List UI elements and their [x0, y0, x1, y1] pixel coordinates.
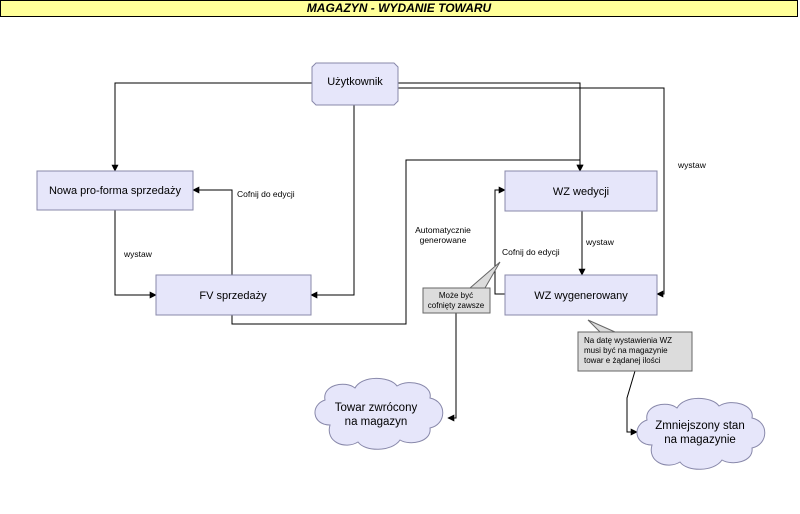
wz-edit-node-label: WZ wedycji [553, 186, 609, 198]
wz-generated-node[interactable]: WZ wygenerowany [504, 274, 658, 316]
edge-note-cloud-reduced [626, 370, 638, 436]
edge-proforma-fv [114, 210, 157, 299]
wz-generated-node-label: WZ wygenerowany [534, 290, 628, 302]
user-node[interactable]: Użytkownik [311, 62, 399, 106]
edge-label-issue-mid: wystaw [585, 237, 615, 247]
page-title: MAGAZYN - WYDANIE TOWARU [0, 0, 798, 17]
user-node-label: Użytkownik [327, 76, 383, 88]
fv-node[interactable]: FV sprzedaży [155, 274, 312, 316]
edge-label-issue-left: wystaw [123, 249, 153, 259]
wz-edit-node[interactable]: WZ wedycji [504, 170, 658, 212]
connectors [111, 82, 665, 436]
note-date-requirement: Na datę wystawienia WZ musi być na magaz… [577, 331, 693, 372]
proforma-node[interactable]: Nowa pro-forma sprzedaży [36, 170, 194, 211]
edge-fv-wzedit [231, 159, 584, 325]
svg-text:Może być: Może być [439, 291, 473, 300]
edge-label-issue-right: wystaw [677, 160, 707, 170]
edge-fv-proforma [192, 186, 233, 275]
note-can-revert: Może być cofnięty zawsze [422, 287, 491, 314]
edge-label-revert-left: Cofnij do edycji [237, 189, 295, 199]
edge-user-proforma [111, 82, 313, 172]
edge-user-fv [310, 105, 355, 299]
svg-text:Towar zwrócony: Towar zwrócony [335, 402, 418, 414]
edge-wzgen-wzedit [494, 186, 506, 295]
svg-text:Na datę wystawienia WZ: Na datę wystawienia WZ [584, 336, 672, 345]
svg-text:cofnięty zawsze: cofnięty zawsze [428, 301, 485, 310]
cloud-returned-stock: Towar zwrócony na magazyn [314, 377, 444, 450]
svg-text:na magazyn: na magazyn [345, 416, 408, 428]
svg-text:Zmniejszony stan: Zmniejszony stan [655, 420, 744, 432]
proforma-node-label: Nowa pro-forma sprzedaży [49, 185, 182, 197]
edge-label-auto-2: generowane [420, 235, 467, 245]
edge-note-cloud-returned [447, 313, 457, 422]
edge-label-auto-1: Automatycznie [415, 225, 471, 235]
svg-text:musi być na magazynie: musi być na magazynie [584, 346, 668, 355]
edge-user-wzedit [397, 82, 584, 172]
edge-user-wzgen [397, 87, 665, 298]
edge-label-revert-right: Cofnij do edycji [502, 247, 560, 257]
note-tail-date [587, 319, 616, 333]
cloud-reduced-stock: Zmniejszony stan na magazynie [636, 397, 766, 470]
fv-node-label: FV sprzedaży [199, 290, 267, 302]
svg-text:na magazynie: na magazynie [664, 434, 736, 446]
svg-text:towar e żądanej ilości: towar e żądanej ilości [584, 356, 661, 365]
